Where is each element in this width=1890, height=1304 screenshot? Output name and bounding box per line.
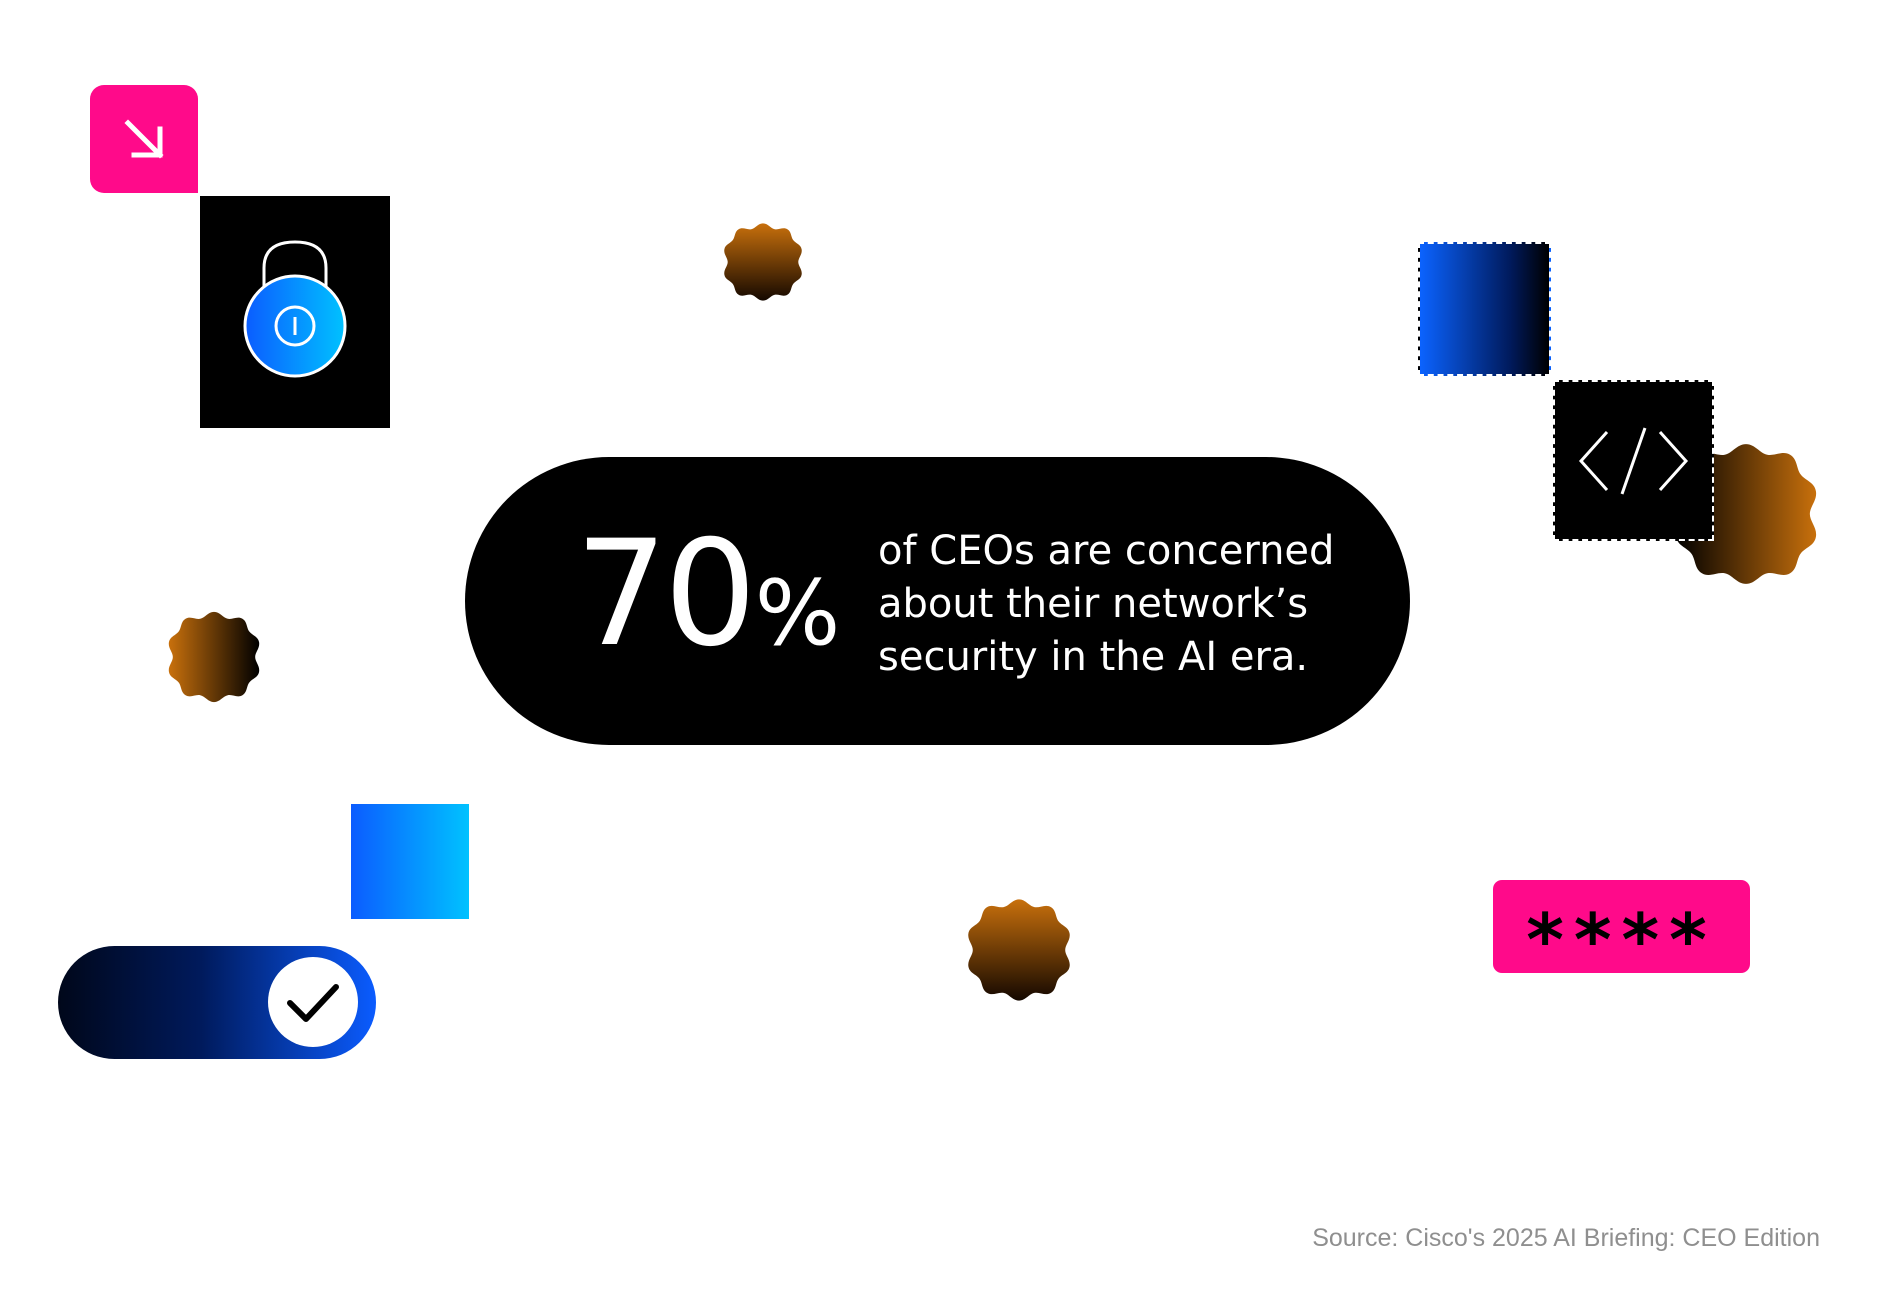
code-tile <box>1553 380 1714 541</box>
scalloped-badge-icon <box>963 895 1075 1005</box>
password-mask: **** <box>1526 897 1717 982</box>
stat-value: 70% <box>575 521 841 667</box>
arrow-tile <box>90 85 198 193</box>
stat-pill: 70% of CEOs are concerned about their ne… <box>465 457 1410 745</box>
source-note: Source: Cisco's 2025 AI Briefing: CEO Ed… <box>1312 1224 1820 1252</box>
lock-tile <box>200 196 390 428</box>
code-brackets-icon <box>1578 427 1689 495</box>
blue-gradient-square <box>351 804 469 919</box>
stat-unit: % <box>754 561 841 666</box>
blue-gradient-tile <box>1418 242 1551 376</box>
stat-caption: of CEOs are concerned about their networ… <box>878 528 1335 680</box>
padlock-icon <box>243 240 347 378</box>
toggle-knob[interactable] <box>268 957 358 1047</box>
stat-number: 70 <box>575 509 757 679</box>
checkmark-icon <box>287 984 339 1022</box>
scalloped-badge-icon <box>164 608 264 706</box>
arrow-down-right-icon <box>124 119 164 159</box>
password-field[interactable]: **** <box>1493 880 1750 982</box>
scalloped-badge-icon <box>721 220 805 304</box>
toggle-switch[interactable] <box>58 946 376 1059</box>
